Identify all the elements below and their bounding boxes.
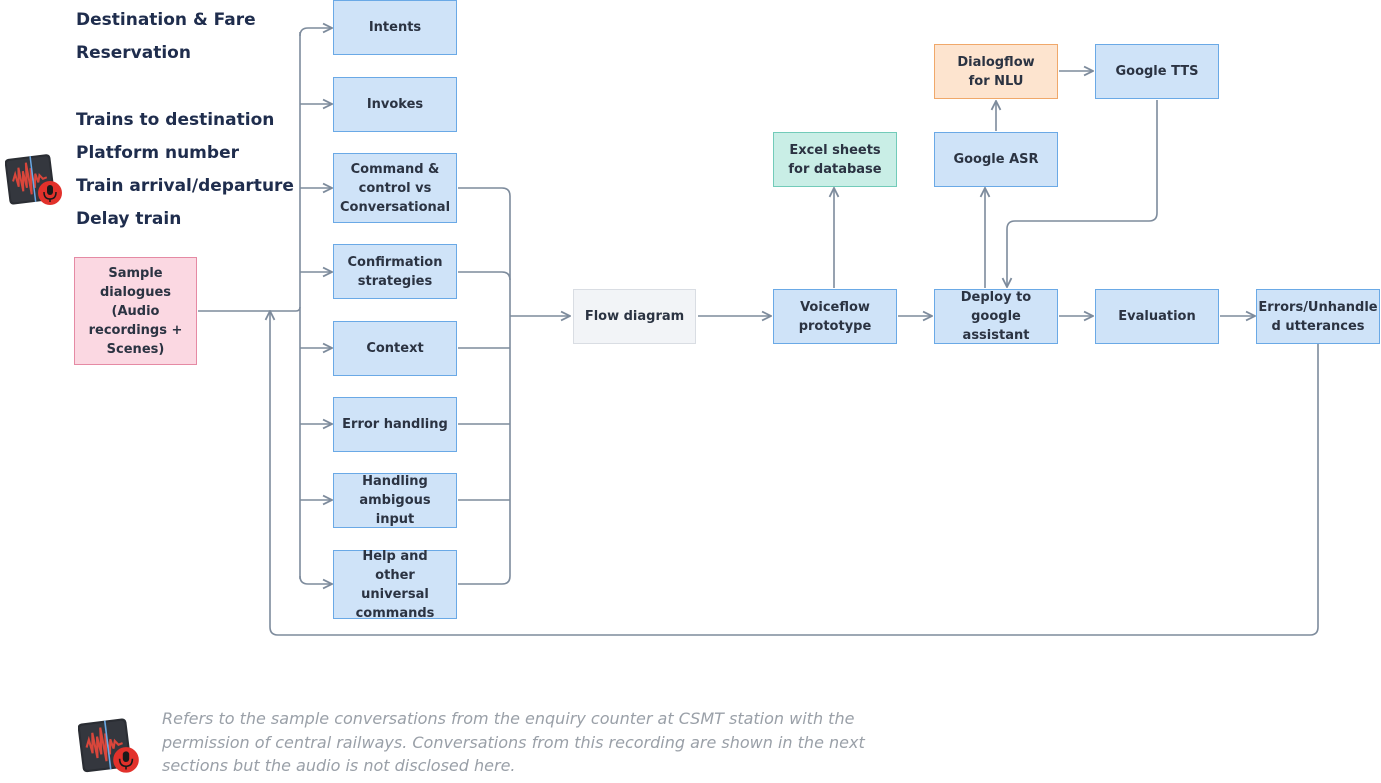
connector-tts-to-deploy [1007, 100, 1158, 287]
node-sample-dialogues: Sample dialogues (Audio recordings + Sce… [74, 257, 197, 365]
topic-trains-to-destination: Trains to destination [76, 110, 275, 130]
node-google-tts: Google TTS [1095, 44, 1219, 99]
connector-to-help [299, 575, 332, 584]
node-voiceflow-prototype: Voiceflow prototype [773, 289, 897, 344]
topic-delay-train: Delay train [76, 209, 182, 229]
node-handling-ambiguous-input: Handling ambigous input [333, 473, 457, 528]
connector-feedback-loop [270, 311, 1319, 636]
node-excel-sheets: Excel sheets for database [773, 132, 897, 187]
topic-train-arrival-departure: Train arrival/departure [76, 176, 294, 196]
node-invokes: Invokes [333, 77, 457, 132]
node-deploy-google-assistant: Deploy to google assistant [934, 289, 1058, 344]
node-errors-unhandled: Errors/Unhandle d utterances [1256, 289, 1380, 344]
node-confirmation-strategies: Confirmation strategies [333, 244, 457, 299]
node-dialogflow-nlu: Dialogflow for NLU [934, 44, 1058, 99]
topic-platform-number: Platform number [76, 143, 239, 163]
node-flow-diagram: Flow diagram [573, 289, 696, 344]
node-command-control: Command & control vs Conversational [333, 153, 457, 223]
node-help-universal-commands: Help and other universal commands [333, 549, 457, 621]
node-intents: Intents [333, 0, 457, 55]
node-error-handling: Error handling [333, 397, 457, 452]
audio-recording-app-icon [5, 154, 62, 205]
audio-recording-app-icon [78, 718, 139, 773]
node-context: Context [333, 321, 457, 376]
topic-reservation: Reservation [76, 43, 191, 63]
node-evaluation: Evaluation [1095, 289, 1219, 344]
topic-destination-fare: Destination & Fare [76, 10, 256, 30]
connector-from-command [458, 187, 511, 585]
node-google-asr: Google ASR [934, 132, 1058, 187]
connector-to-intents [299, 28, 332, 37]
footnote: Refers to the sample conversations from … [162, 709, 865, 775]
connector-from-confirmation [458, 271, 511, 281]
